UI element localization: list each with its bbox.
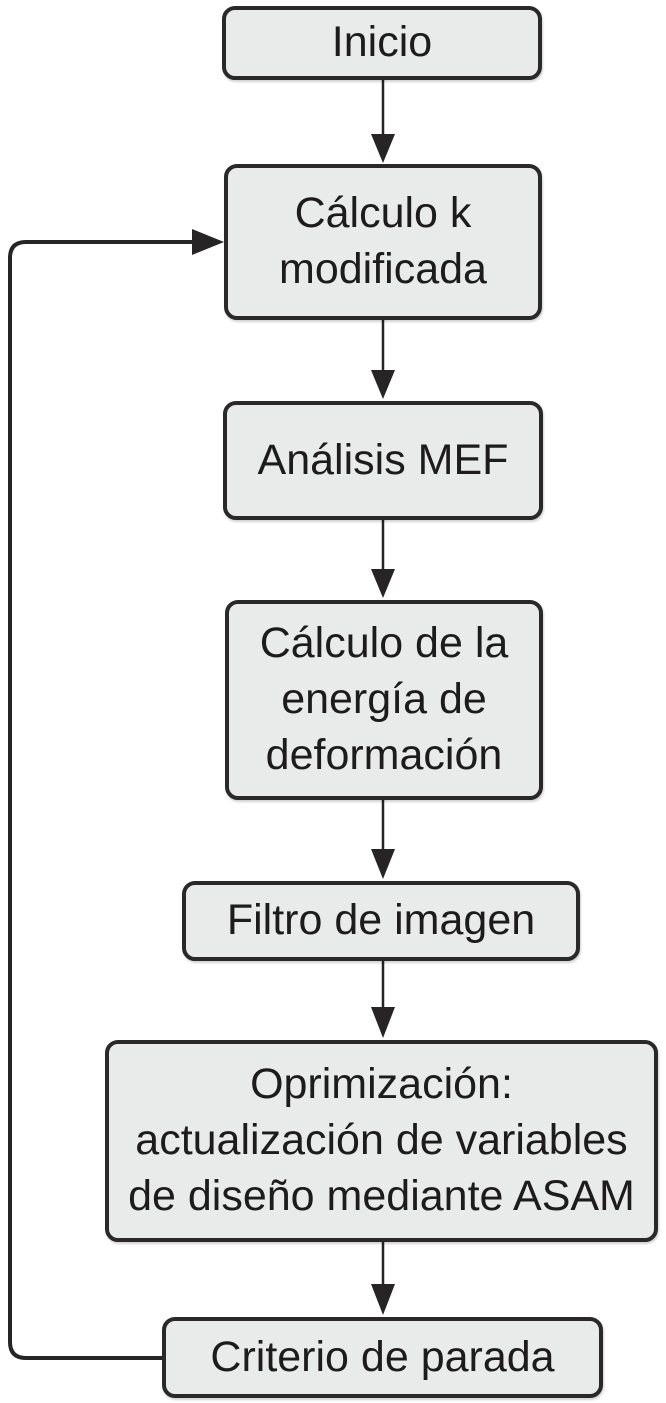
arrowhead-down-icon [371,1284,395,1315]
node-criterio-de-parada-label: Criterio de parada [210,1332,555,1381]
feedback-loop-criterio-to-calculo-k [8,229,224,1360]
arrow-energia-to-filtro [371,800,395,879]
arrow-analisis-to-energia [371,520,395,598]
node-calculo-energia-deformacion: Cálculo de la energía de deformación [225,600,543,800]
arrow-optimizacion-to-criterio [371,1242,395,1315]
node-calculo-energia-deformacion-label: Cálculo de la energía de deformación [259,619,509,779]
arrow-inicio-to-calculo-k [371,80,395,163]
arrowhead-down-icon [371,569,395,598]
node-criterio-de-parada: Criterio de parada [162,1317,603,1398]
node-inicio-label: Inicio [331,18,433,67]
node-inicio: Inicio [222,6,542,80]
arrowhead-down-icon [371,134,395,163]
node-optimizacion-asam-label: Oprimización: actualización de variables… [128,1060,635,1220]
node-optimizacion-asam: Oprimización: actualización de variables… [105,1040,658,1242]
node-calculo-k-modificada-label: Cálculo k modificada [279,189,487,293]
arrow-filtro-to-optimizacion [371,961,395,1038]
node-calculo-k-modificada: Cálculo k modificada [224,164,542,320]
arrowhead-down-icon [371,849,395,879]
node-analisis-mef-label: Análisis MEF [257,435,509,484]
node-filtro-de-imagen: Filtro de imagen [182,881,580,961]
arrowhead-down-icon [371,370,395,399]
arrowhead-right-icon [192,229,224,255]
arrow-calculo-k-to-analisis [371,320,395,399]
arrowhead-down-icon [371,1007,395,1038]
node-analisis-mef: Análisis MEF [223,401,543,520]
node-filtro-de-imagen-label: Filtro de imagen [226,896,536,945]
